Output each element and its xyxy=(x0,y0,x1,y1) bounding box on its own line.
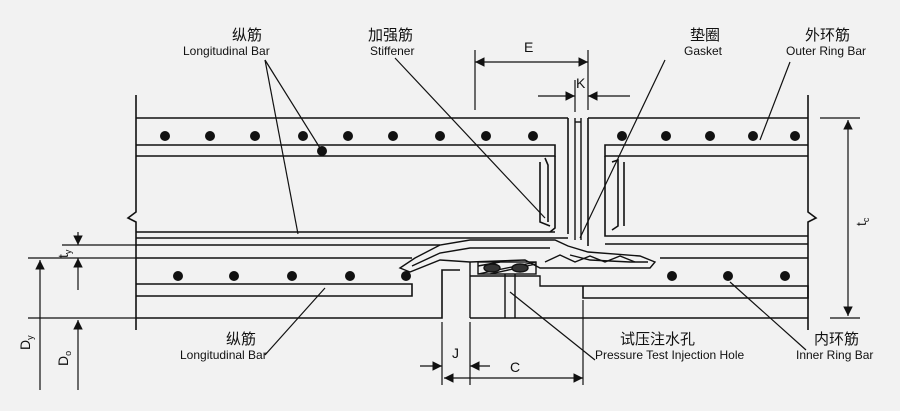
label-gasket-zh: 垫圈 xyxy=(690,26,720,44)
leader-lines xyxy=(264,57,807,361)
inner-ring-bar xyxy=(582,285,809,299)
leader-long-top-2 xyxy=(264,59,299,235)
left-break-line xyxy=(126,95,137,330)
right-pipe-outline xyxy=(470,95,818,330)
left-pipe-outline xyxy=(126,95,569,330)
leader-gasket xyxy=(579,59,666,239)
dim-Do: Do xyxy=(55,351,73,366)
ring-bar-dots-bottom xyxy=(173,271,790,281)
injection-hole xyxy=(504,274,516,318)
longitudinal-bar-lower xyxy=(136,283,413,297)
label-stiffener-en: Stiffener xyxy=(370,44,414,58)
dim-tc: tc xyxy=(853,217,871,226)
leader-hole xyxy=(509,291,596,361)
stiffener-right xyxy=(611,158,619,231)
right-break-line xyxy=(807,95,818,330)
label-long-bot-zh: 纵筋 xyxy=(226,330,256,348)
label-hole-zh: 试压注水孔 xyxy=(620,330,695,348)
leader-long-bot xyxy=(264,287,326,356)
label-outer-zh: 外环筋 xyxy=(805,26,850,44)
label-inner-zh: 内环筋 xyxy=(814,330,859,348)
ring-bar-dots-top xyxy=(160,131,800,156)
svg-text:ty: ty xyxy=(55,249,73,258)
dim-ty: ty xyxy=(55,249,73,258)
dim-E: E xyxy=(524,39,533,55)
label-inner-en: Inner Ring Bar xyxy=(796,348,873,362)
stiffener-left xyxy=(539,162,551,227)
dim-Dy: Dy xyxy=(17,335,35,350)
label-outer-en: Outer Ring Bar xyxy=(786,44,866,58)
leader-long-top-1 xyxy=(264,59,321,149)
label-hole-en: Pressure Test Injection Hole xyxy=(595,348,745,362)
gasket-area xyxy=(398,118,657,318)
gasket-groove xyxy=(477,261,537,275)
outer-ring-bar-right xyxy=(604,144,808,157)
svg-text:Dy: Dy xyxy=(17,335,35,350)
label-long-top-en: Longitudinal Bar xyxy=(183,44,270,58)
dimension-lines xyxy=(28,50,860,390)
leader-outer xyxy=(759,61,791,141)
dim-J: J xyxy=(452,345,459,361)
gasket-ring-left xyxy=(483,263,501,273)
label-long-bot-en: Longitudinal Bar xyxy=(180,348,267,362)
leader-stiffener xyxy=(394,57,546,219)
dim-K: K xyxy=(576,75,586,91)
svg-text:tc: tc xyxy=(853,217,871,226)
spigot-ring xyxy=(398,239,657,273)
dim-C: C xyxy=(510,359,520,375)
leader-inner xyxy=(729,281,807,351)
gasket-ring-right xyxy=(511,263,529,273)
label-long-top-zh: 纵筋 xyxy=(232,26,262,44)
label-gasket-en: Gasket xyxy=(684,44,723,58)
svg-text:Do: Do xyxy=(55,351,73,366)
outer-ring-bar-left xyxy=(136,144,556,157)
label-stiffener-zh: 加强筋 xyxy=(368,26,413,44)
